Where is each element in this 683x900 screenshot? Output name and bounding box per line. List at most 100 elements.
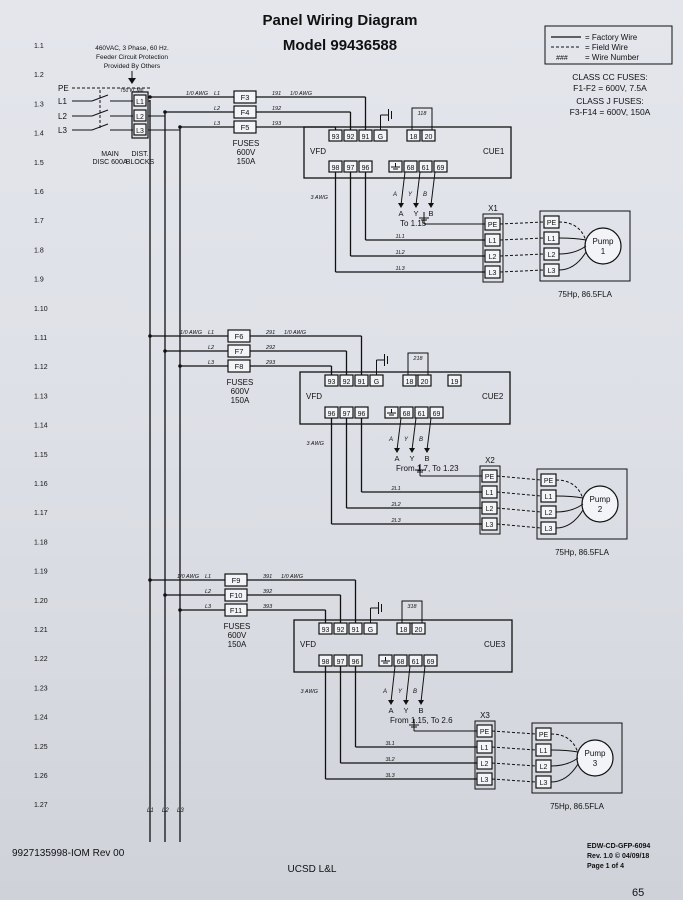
pe-to-motor	[558, 221, 587, 242]
fuse-label: F7	[235, 347, 244, 356]
jumper-number: 318	[407, 604, 417, 610]
bus-label-l3: L3	[177, 808, 184, 814]
control-terminal-label: 18	[410, 134, 418, 141]
wire-number: 291	[265, 330, 275, 336]
motor-wire-number: 2L1	[391, 486, 401, 492]
row-number: 1.23	[34, 685, 48, 692]
cue-label: CUE3	[484, 640, 506, 649]
supply-note-2: Feeder Circuit Protection	[96, 54, 168, 61]
wire-number: 292	[265, 345, 275, 351]
row-number: 1.19	[34, 569, 48, 576]
signal-letter: Y	[409, 454, 414, 463]
fuses-voltage: 600V	[237, 148, 256, 157]
jumper-number: 118	[418, 111, 428, 117]
wire-number: 191	[272, 91, 281, 97]
signal-terminal-label: 69	[427, 659, 435, 666]
signal-terminal-label: 69	[437, 165, 445, 172]
signal-letter-small: A	[388, 437, 393, 443]
x-terminal-text: L1	[486, 490, 494, 497]
pump-rating: 75Hp, 86.5FLA	[550, 802, 604, 811]
fuses-amperage: 150A	[228, 640, 247, 649]
fuse-label: F3	[241, 93, 250, 102]
fuse-wire-size: 1/0 AWG	[281, 574, 304, 580]
row-number: 1.21	[34, 627, 48, 634]
row-number: 1.5	[34, 160, 44, 167]
signal-letter: A	[398, 209, 403, 218]
x-terminal-text: L3	[486, 522, 494, 529]
motor-lead	[558, 245, 587, 255]
signal-letter: B	[424, 454, 429, 463]
cue-label: CUE2	[482, 392, 504, 401]
vfd-terminal-label: 91	[362, 134, 370, 141]
field-wire	[496, 475, 542, 481]
motor-lead	[555, 503, 584, 513]
cross-reference: From 1.15, To 2.6	[390, 716, 453, 725]
pump-terminal-text: L1	[545, 494, 553, 501]
motor-lead	[558, 237, 587, 241]
motor-wire-number: 3L3	[386, 773, 396, 779]
signal-letter-small: B	[413, 689, 417, 695]
wire-number: 293	[265, 360, 276, 366]
fuse-label: F4	[241, 108, 250, 117]
vfd-box	[293, 619, 513, 673]
motor-wire-number: 2L3	[391, 518, 402, 524]
signal-terminal	[399, 406, 414, 419]
pump-motor-icon	[584, 227, 622, 265]
fuse-label: F6	[235, 332, 244, 341]
pe-to-motor	[550, 733, 579, 754]
field-wire	[499, 221, 545, 225]
x-terminal-text: PE	[488, 222, 498, 229]
motor-wire-number: 1L1	[396, 234, 405, 240]
row-number: 1.13	[34, 393, 48, 400]
l1-label: L1	[58, 97, 67, 106]
vfd-terminal-label: 96	[328, 411, 336, 418]
pump-label: Pump	[585, 749, 606, 758]
footer-revision: Rev. 1.0 © 04/09/18	[587, 852, 649, 860]
jumper-wire	[407, 352, 429, 376]
x-terminal-strip	[482, 213, 504, 283]
phase-label: L2	[208, 345, 214, 351]
phase-label: L2	[214, 106, 220, 112]
row-number: 1.3	[34, 101, 44, 108]
vfd-terminal-label: 93	[328, 379, 336, 386]
extra-terminal	[447, 374, 462, 387]
vfd-terminal-label: G	[378, 134, 383, 141]
vfd-terminal-label: 96	[362, 165, 370, 172]
vfd-terminal-label: 97	[343, 411, 351, 418]
field-wire	[491, 730, 537, 735]
distribution-block: L1 L2 L3	[131, 91, 149, 139]
pump-number: 1	[601, 247, 606, 256]
dist-terminal-l3: L3	[136, 128, 144, 135]
signal-terminal-label: 68	[407, 165, 415, 172]
branch-wire-size: 1/0 AWG	[180, 330, 203, 336]
signal-letter: Y	[403, 706, 408, 715]
motor-lead	[550, 757, 579, 767]
row-number: 1.11	[34, 335, 47, 342]
wire-number: 391	[263, 574, 272, 580]
x-terminal-text: L1	[489, 238, 497, 245]
pump-terminal-text: L2	[540, 764, 548, 771]
pump-terminal-text: L2	[548, 252, 556, 259]
class-j-fuses-spec: F3-F14 = 600V, 150A	[570, 107, 651, 117]
dist-blocks-label: DIST.	[131, 151, 148, 158]
signal-terminal	[403, 160, 418, 173]
phase-label: L2	[205, 589, 211, 595]
motor-wire-number: 1L3	[396, 266, 406, 272]
fuse-wire-size: 1/0 AWG	[290, 91, 313, 97]
signal-terminal-label: 61	[422, 165, 430, 172]
main-disconnect-rating: DISC 600A	[92, 159, 127, 166]
field-wire	[499, 253, 545, 257]
row-number: 1.7	[34, 218, 44, 225]
row-number: 1.14	[34, 423, 48, 430]
motor-lead	[550, 763, 579, 783]
vfd-label: VFD	[300, 640, 316, 649]
class-cc-fuses-title: CLASS CC FUSES:	[572, 72, 648, 82]
motor-lead	[558, 251, 587, 271]
vfd-terminal-label: 92	[347, 134, 355, 141]
pump-terminal-text: L3	[545, 526, 553, 533]
motor-wire-size: 3 AWG	[307, 441, 325, 447]
vfd-box	[299, 371, 511, 425]
vfd-terminal-label: 92	[337, 627, 345, 634]
